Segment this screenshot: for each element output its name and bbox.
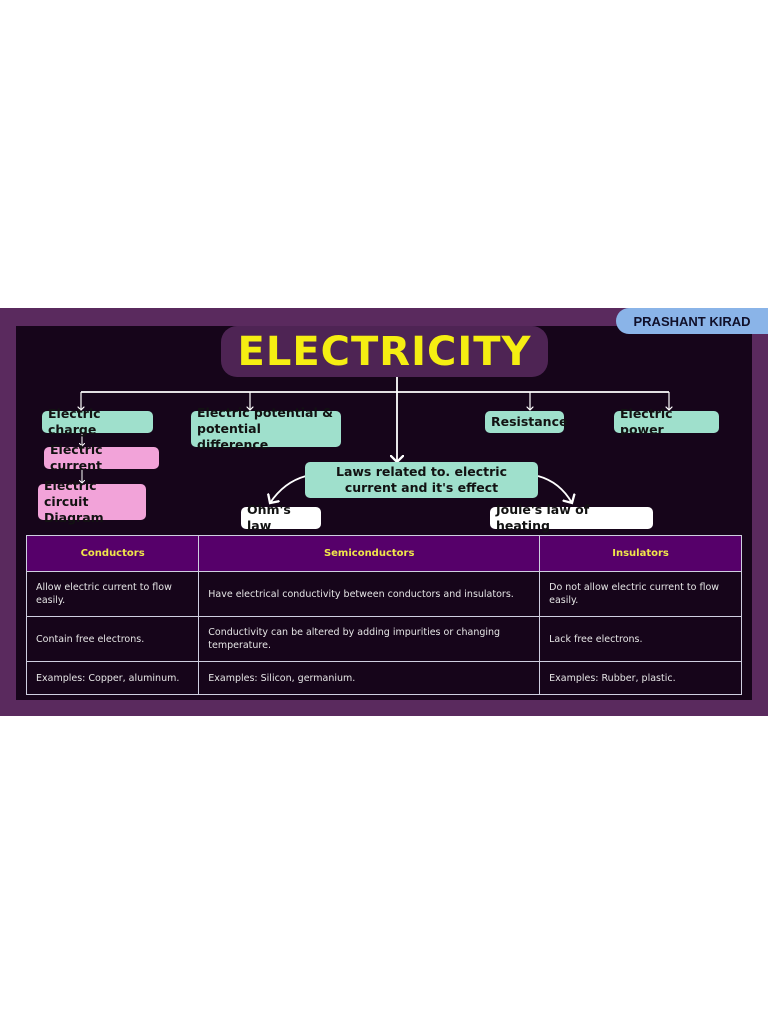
- node-ohms-law: Ohm's law: [241, 502, 321, 533]
- table-cell: Examples: Silicon, germanium.: [198, 661, 541, 695]
- table-cell: Have electrical conductivity between con…: [198, 571, 541, 617]
- connector-lines: [16, 377, 752, 700]
- table-cell: Lack free electrons.: [539, 616, 742, 662]
- table-cell: Allow electric current to flow easily.: [25, 571, 200, 617]
- table-row: Allow electric current to flow easily. H…: [25, 571, 742, 617]
- author-badge: PRASHANT KIRAD: [616, 308, 768, 334]
- header-conductors: Conductors: [25, 535, 200, 572]
- node-electric-charge: Electric charge: [42, 406, 153, 437]
- laws-to-ohm-arrow: [270, 475, 307, 503]
- table-cell: Contain free electrons.: [25, 616, 200, 662]
- node-electric-potential: Electric potential & potential differenc…: [191, 405, 341, 452]
- node-joules-law: Joule's law of heating: [490, 502, 653, 533]
- node-electric-power: Electric power: [614, 406, 719, 437]
- page-title: ELECTRICITY: [221, 326, 548, 377]
- laws-to-joule-arrow: [537, 475, 572, 503]
- diagram-board: ELECTRICITY Electric charge Electric cur…: [16, 326, 752, 700]
- table-header-row: Conductors Semiconductors Insulators: [25, 535, 742, 572]
- header-semiconductors: Semiconductors: [198, 535, 541, 572]
- node-electric-current: Electric current: [44, 442, 159, 473]
- table-cell: Examples: Copper, aluminum.: [25, 661, 200, 695]
- comparison-table: Conductors Semiconductors Insulators All…: [25, 535, 742, 695]
- table-cell: Examples: Rubber, plastic.: [539, 661, 742, 695]
- node-laws-electric-current: Laws related to. electric current and it…: [305, 462, 538, 498]
- table-cell: Conductivity can be altered by adding im…: [198, 616, 541, 662]
- table-row: Contain free electrons. Conductivity can…: [25, 616, 742, 662]
- header-insulators: Insulators: [539, 535, 742, 572]
- node-resistance: Resistance: [485, 411, 567, 433]
- table-cell: Do not allow electric current to flow ea…: [539, 571, 742, 617]
- node-electric-circuit-diagram: Electric circuit Diagram: [38, 478, 146, 525]
- diagram-frame: ELECTRICITY Electric charge Electric cur…: [0, 308, 768, 716]
- table-row: Examples: Copper, aluminum. Examples: Si…: [25, 661, 742, 695]
